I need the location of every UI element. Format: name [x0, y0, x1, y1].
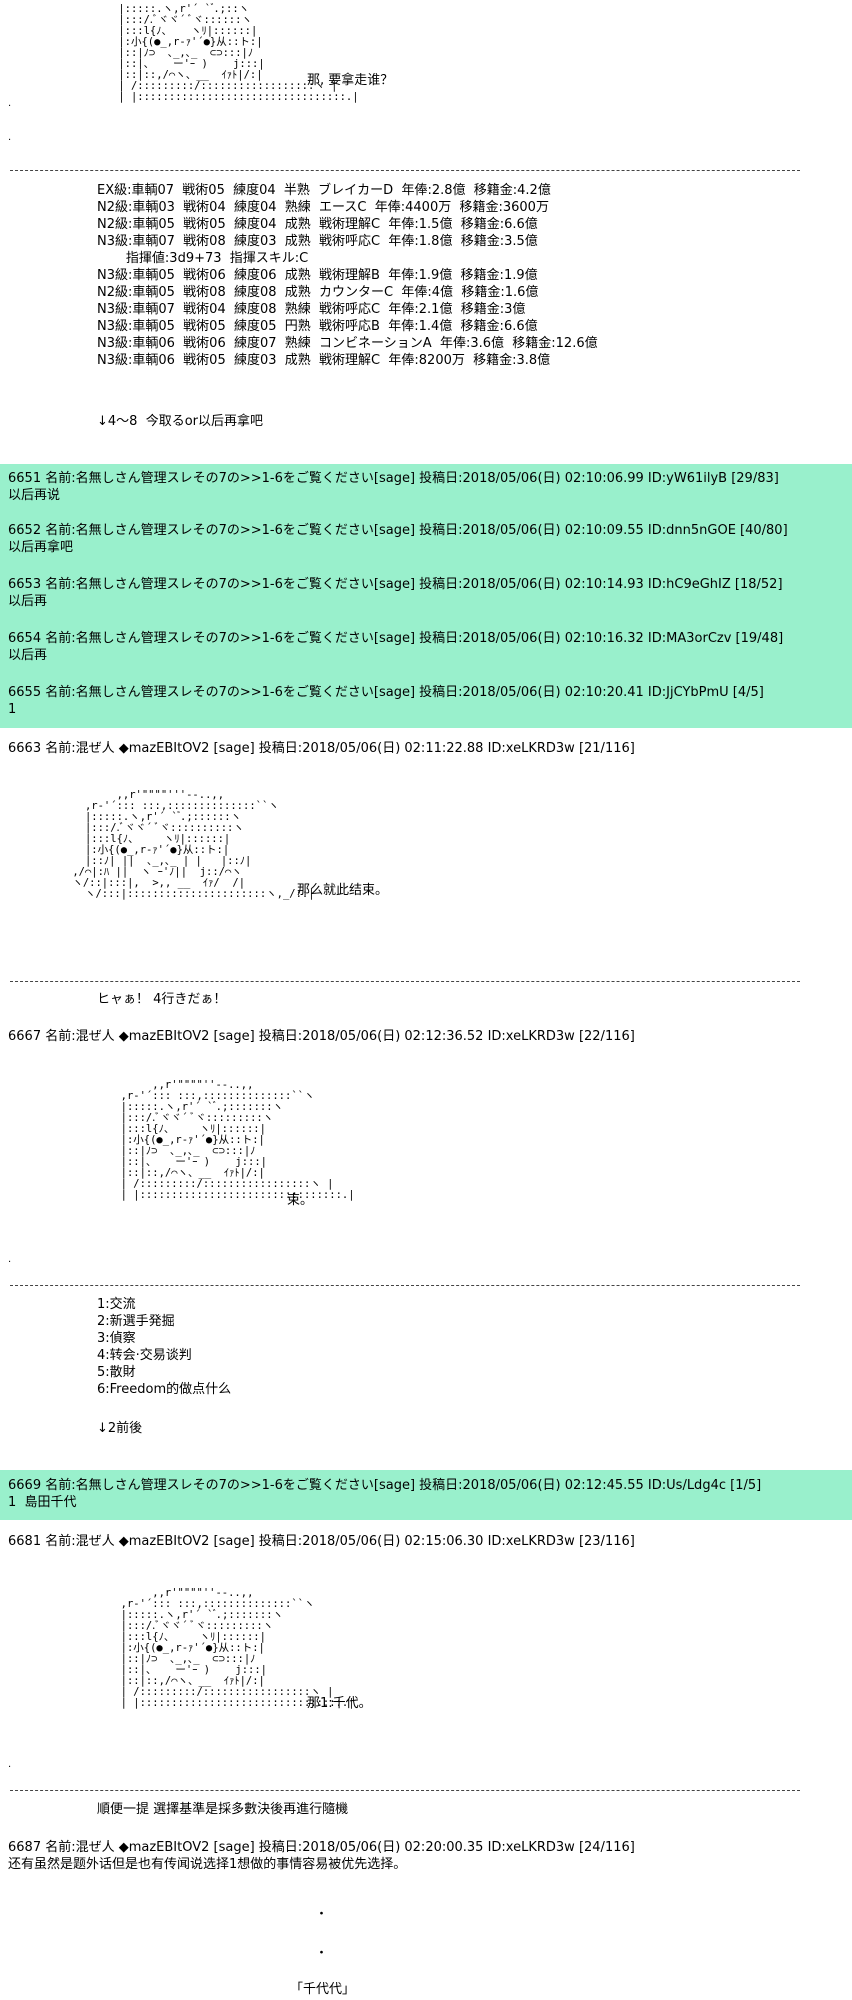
- post-body: 以后再说: [8, 488, 61, 503]
- stats-row: N2級:車輌05 戦術05 練度04 成熟 戦術理解C 年俸:1.5億 移籍金:…: [97, 217, 538, 232]
- margin-dot: .: [8, 98, 12, 109]
- stats-row: N3級:車輌05 戦術06 練度06 成熟 戦術理解B 年俸:1.9億 移籍金:…: [97, 268, 538, 283]
- post-header: 6651 名前:名無しさん管理スレその7の>>1-6をご覧ください[sage] …: [8, 471, 779, 486]
- post-header: 6653 名前:名無しさん管理スレその7の>>1-6をご覧ください[sage] …: [8, 577, 783, 592]
- vote-prompt: ↓4～8 今取るor以后再拿吧: [97, 414, 263, 429]
- post-body: 以后再: [8, 594, 48, 609]
- post-header: 6655 名前:名無しさん管理スレその7の>>1-6をご覧ください[sage] …: [8, 685, 764, 700]
- stats-row: N3級:車輌06 戦術06 練度07 熟練 コンビネーションA 年俸:3.6億 …: [97, 336, 598, 351]
- post-header: 6663 名前:混ぜ人 ◆mazEBItOV2 [sage] 投稿日:2018/…: [8, 741, 635, 756]
- post-body: 还有虽然是题外话但是也有传闻说选择1想做的事情容易被优先选择。: [8, 1857, 407, 1872]
- ascii-art-face-1: |:::::.ヽ,r'´ ` ゙.;::ヽ |:::/.ﾞヾヾ´ ﾞヾ:::::…: [118, 3, 359, 103]
- choice-item: 6:Freedom的做点什么: [97, 1382, 232, 1397]
- post-text: 順便一提 選擇基準是採多數決後再進行隨機: [97, 1802, 349, 1817]
- speech-text-4: 那1:千代。: [307, 1696, 372, 1711]
- stats-row: N3級:車輌07 戦術08 練度03 成熟 戦術呼応C 年俸:1.8億 移籍金:…: [97, 234, 538, 249]
- post-header: 6667 名前:混ぜ人 ◆mazEBItOV2 [sage] 投稿日:2018/…: [8, 1029, 635, 1044]
- choice-item: 2:新選手発掘: [97, 1314, 175, 1329]
- post-body: 1 島田千代: [8, 1495, 77, 1510]
- post-header: 6652 名前:名無しさん管理スレその7の>>1-6をご覧ください[sage] …: [8, 523, 788, 538]
- stats-row: N3級:車輌05 戦術05 練度05 円熟 戦術呼応B 年俸:1.4億 移籍金:…: [97, 319, 538, 334]
- divider: [10, 1285, 800, 1286]
- post-header: 6669 名前:名無しさん管理スレその7の>>1-6をご覧ください[sage] …: [8, 1478, 762, 1493]
- speech-text-1: 那, 要拿走谁？: [307, 73, 394, 88]
- divider: [10, 170, 800, 171]
- stats-row: N3級:車輌07 戦術04 練度08 熟練 戦術呼応C 年俸:2.1億 移籍金:…: [97, 302, 526, 317]
- divider: [10, 981, 800, 982]
- margin-dot: .: [8, 132, 12, 143]
- speech-text-3: 束。: [287, 1193, 314, 1208]
- reply-group-highlight: 6651 名前:名無しさん管理スレその7の>>1-6をご覧ください[sage] …: [0, 464, 852, 728]
- margin-dot: .: [8, 1254, 12, 1265]
- ellipsis-dot: ・: [315, 1907, 329, 1922]
- reply-highlight: 6669 名前:名無しさん管理スレその7の>>1-6をご覧ください[sage] …: [0, 1470, 852, 1520]
- post-header: 6654 名前:名無しさん管理スレその7の>>1-6をご覧ください[sage] …: [8, 631, 784, 646]
- ascii-art-face-4: ,,r'""""''‐-..,, ,r‐'´::: :::,::::::::::…: [120, 1587, 355, 1709]
- post-body: 以后再拿吧: [8, 540, 74, 555]
- post-text: ヒャぁ！ 4行きだぁ！: [97, 992, 227, 1007]
- choice-item: 5:散財: [97, 1365, 136, 1380]
- choice-item: 3:偵察: [97, 1331, 136, 1346]
- choice-item: 1:交流: [97, 1297, 136, 1312]
- stats-row: N3級:車輌06 戦術05 練度03 成熟 戦術理解C 年俸:8200万 移籍金…: [97, 353, 551, 368]
- post-body: 1: [8, 702, 17, 717]
- stats-row: N2級:車輌03 戦術04 練度04 熟練 エースC 年俸:4400万 移籍金:…: [97, 200, 549, 215]
- vote-prompt: ↓2前後: [97, 1421, 143, 1436]
- post-header: 6687 名前:混ぜ人 ◆mazEBItOV2 [sage] 投稿日:2018/…: [8, 1840, 635, 1855]
- divider: [10, 1790, 800, 1791]
- margin-dot: .: [8, 1759, 12, 1770]
- stats-row: EX級:車輌07 戦術05 練度04 半熟 ブレイカーD 年俸:2.8億 移籍金…: [97, 183, 551, 198]
- speech-text-2: 那么就此结束。: [297, 883, 389, 898]
- quote-text: 「千代代」: [290, 1982, 356, 1997]
- stats-row: 指揮値:3d9+73 指揮スキル:C: [97, 251, 309, 266]
- stats-row: N2級:車輌05 戦術08 練度08 成熟 カウンターC 年俸:4億 移籍金:1…: [97, 285, 539, 300]
- ascii-art-face-2: ,,r'""""'''‐-..,, ,r‐'´::: :::,:::::::::…: [72, 789, 315, 900]
- post-body: 以后再: [8, 648, 48, 663]
- ellipsis-dot: ・: [315, 1946, 329, 1961]
- ascii-art-face-3: ,,r'""""''‐-..,, ,r‐'´::: :::,::::::::::…: [120, 1079, 355, 1201]
- post-header: 6681 名前:混ぜ人 ◆mazEBItOV2 [sage] 投稿日:2018/…: [8, 1534, 635, 1549]
- choice-item: 4:转会·交易谈判: [97, 1348, 192, 1363]
